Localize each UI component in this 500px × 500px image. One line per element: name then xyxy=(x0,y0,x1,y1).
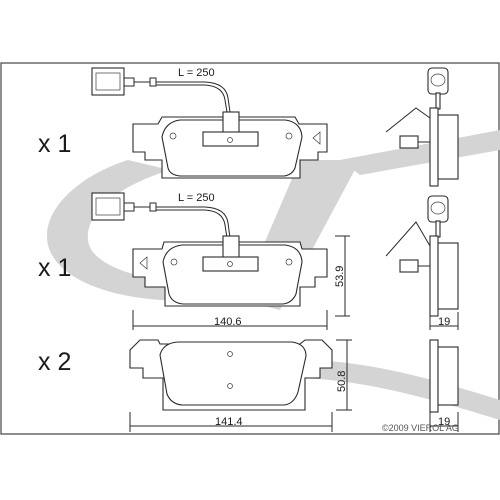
thickness-dimension-pad3: 19 xyxy=(438,416,450,428)
diagram-frame xyxy=(0,62,500,435)
quantity-label-pad3: x 2 xyxy=(38,348,71,376)
friction-lining-2 xyxy=(162,244,303,305)
side-view-pad-2: 19 xyxy=(385,195,459,330)
sensor-clip-2 xyxy=(222,235,240,259)
side-view-pad-1 xyxy=(385,67,459,187)
width-dimension-pad2: 140.6 xyxy=(214,316,242,328)
sensor-length-label-2: L = 250 xyxy=(178,192,215,204)
width-dimension-pad3: 141.4 xyxy=(215,416,243,428)
friction-lining-3 xyxy=(159,341,307,406)
brake-pad-2: L = 250 53.9 140.6 xyxy=(91,192,350,330)
copyright-text: ©2009 VIEROL AG xyxy=(382,423,459,433)
brake-pad-1: L = 250 xyxy=(91,67,328,179)
sensor-connector-1 xyxy=(91,67,125,96)
center-slot-1 xyxy=(202,131,259,147)
sensor-connector-2 xyxy=(91,192,125,221)
height-dimension-pad2: 53.9 xyxy=(334,266,346,287)
quantity-label-pad2: x 1 xyxy=(38,254,71,282)
sensor-clip-1 xyxy=(222,111,240,135)
brake-pad-3: 50.8 141.4 xyxy=(129,339,352,432)
height-dimension-pad3: 50.8 xyxy=(336,371,348,392)
quantity-label-pad1: x 1 xyxy=(38,130,71,158)
friction-lining-1 xyxy=(161,119,303,177)
sensor-length-label-1: L = 250 xyxy=(178,67,215,79)
center-slot-2 xyxy=(202,256,259,272)
side-view-pad-3: 19 xyxy=(429,339,459,432)
thickness-dimension-pad2: 19 xyxy=(438,316,450,328)
